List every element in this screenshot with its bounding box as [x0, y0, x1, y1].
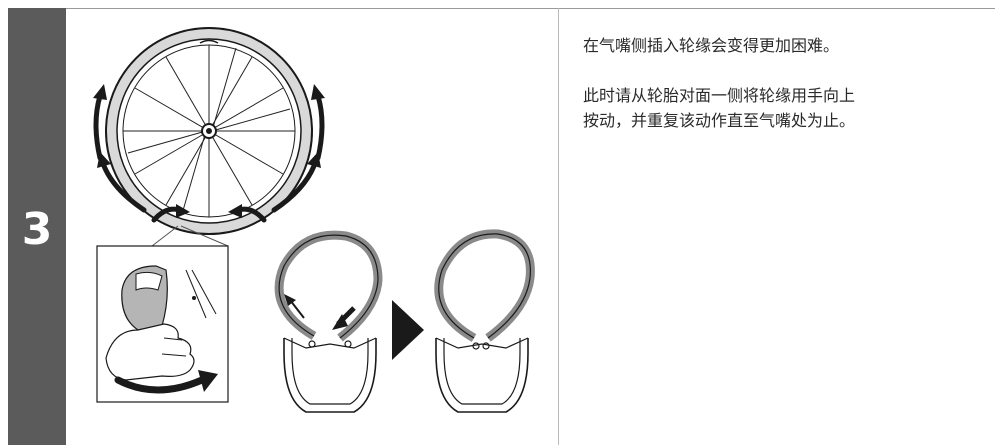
- callout-lines: [151, 225, 229, 247]
- step-number: 3: [21, 204, 53, 255]
- rim-cross-section-after: [434, 229, 535, 413]
- instruction-line-1: 在气嘴侧插入轮缘会变得更加困难。: [583, 36, 840, 55]
- rim-cross-section-before: [274, 230, 383, 413]
- hand-detail-inset: [96, 245, 229, 403]
- rotation-arrows: [93, 84, 325, 223]
- step-sidebar: 3: [8, 8, 66, 445]
- next-step-triangle: [392, 300, 424, 360]
- spokes: [123, 45, 295, 217]
- tire-installation-illustration: [93, 27, 535, 413]
- instruction-line-3: 按动，并重复该动作直至气嘴处为止。: [583, 111, 856, 130]
- instruction-panel: [8, 8, 995, 446]
- instruction-line-2: 此时请从轮胎对面一侧将轮缘用手向上: [583, 86, 856, 105]
- instruction-text: 在气嘴侧插入轮缘会变得更加困难。 此时请从轮胎对面一侧将轮缘用手向上 按动，并重…: [583, 33, 983, 133]
- column-divider: [558, 8, 559, 445]
- wheel-diagram: [105, 27, 313, 235]
